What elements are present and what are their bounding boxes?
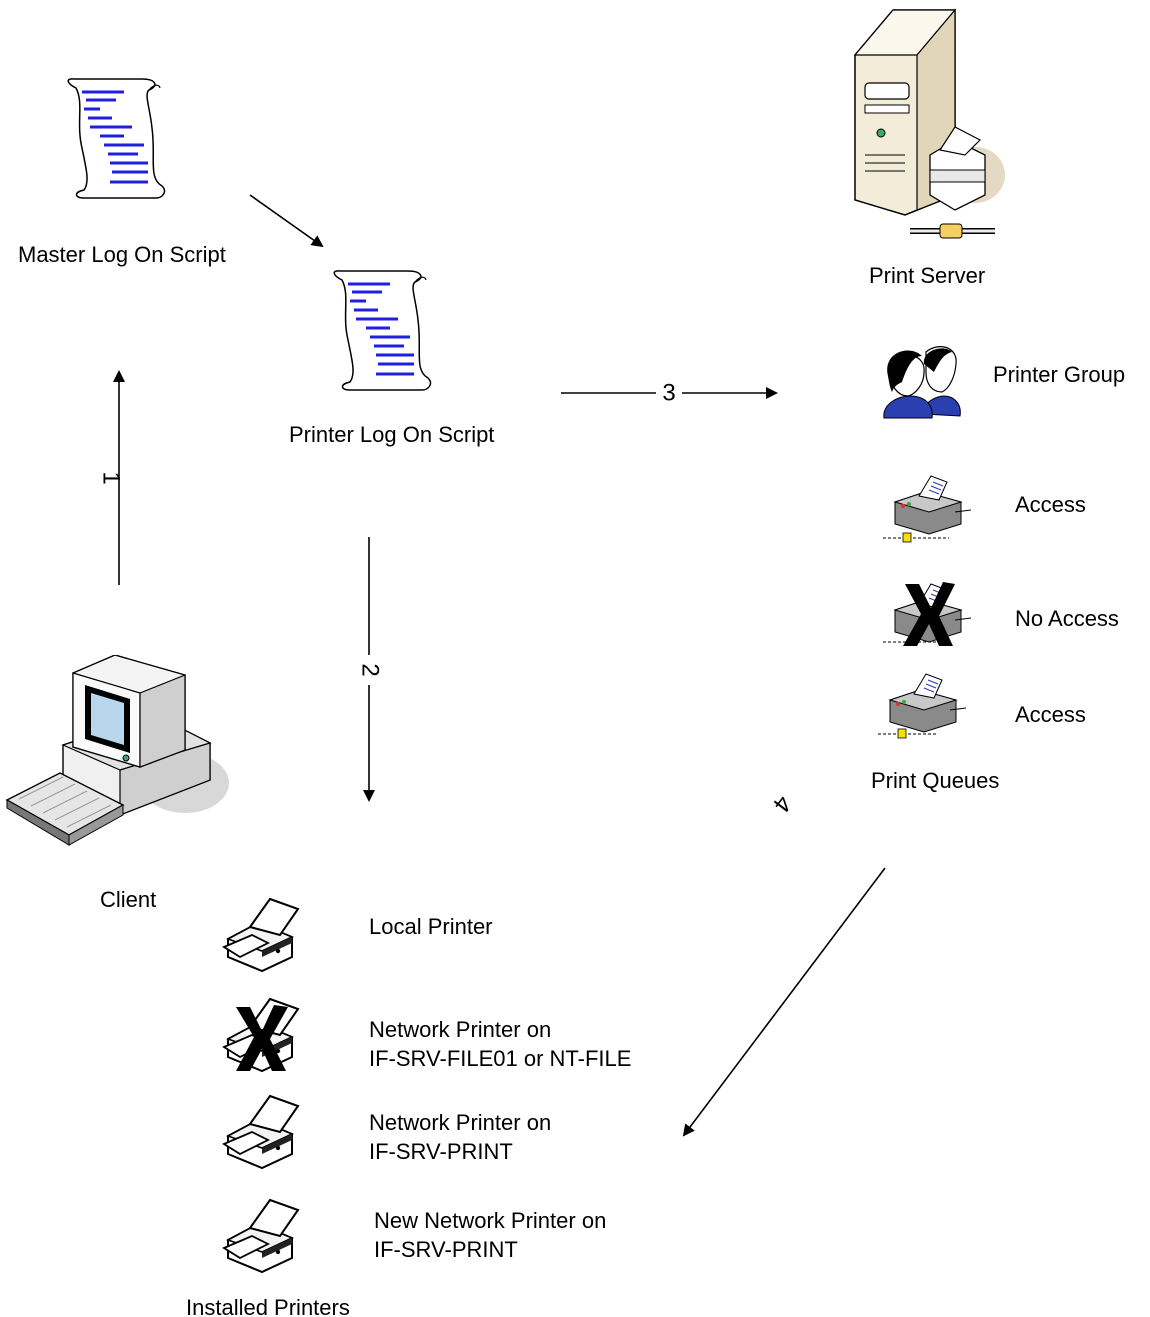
arrow-master-to-printer-script [249, 194, 324, 248]
installed-printer-text-line: Network Printer on [369, 1110, 552, 1135]
access-label-2: Access [1015, 702, 1086, 727]
print-server-icon [853, 8, 1005, 239]
queue-printer-icon-no-access [883, 582, 971, 646]
arrow-step-4 [682, 867, 886, 1137]
client-label: Client [100, 887, 157, 912]
step-2-label: 2 [357, 663, 384, 676]
installed-printers-label: Installed Printers [186, 1295, 350, 1317]
printer-group-label: Printer Group [993, 362, 1126, 387]
print-server-label: Print Server [869, 263, 986, 288]
master-script-icon [67, 78, 166, 199]
queue-printer-icon-access-1 [883, 475, 971, 543]
installed-printer-text-line: IF-SRV-PRINT [369, 1139, 513, 1164]
installed-printer-icon [222, 897, 300, 973]
step-1-label: 1 [98, 471, 125, 484]
installed-printer-text-line: New Network Printer on [374, 1208, 607, 1233]
installed-printer-icon [222, 1094, 300, 1170]
installed-printer-text-line: Local Printer [369, 914, 493, 939]
master-script-label: Master Log On Script [18, 242, 226, 267]
printer-script-label: Printer Log On Script [289, 422, 495, 447]
installed-printer-text: Local Printer [369, 912, 493, 941]
no-access-label: No Access [1015, 606, 1119, 631]
client-computer-icon [5, 655, 229, 846]
installed-printer-text-line: IF-SRV-PRINT [374, 1237, 518, 1262]
installed-printer-text-line: IF-SRV-FILE01 or NT-FILE [369, 1046, 632, 1071]
installed-printer-text-line: Network Printer on [369, 1017, 552, 1042]
installed-printer-icon-blocked [222, 997, 300, 1073]
installed-printer-text: Network Printer on IF-SRV-FILE01 or NT-FI… [369, 1015, 631, 1073]
installed-printer-text: New Network Printer on IF-SRV-PRINT [374, 1206, 606, 1264]
queue-printer-icon-access-2 [878, 673, 966, 739]
step-3-label: 3 [662, 379, 675, 406]
installed-printer-text: Network Printer on IF-SRV-PRINT [369, 1108, 551, 1166]
print-queues-label: Print Queues [871, 768, 1000, 793]
printer-script-icon [333, 270, 432, 391]
installed-printer-icon [222, 1198, 300, 1274]
access-label-1: Access [1015, 492, 1086, 517]
printer-group-icon [883, 346, 961, 419]
